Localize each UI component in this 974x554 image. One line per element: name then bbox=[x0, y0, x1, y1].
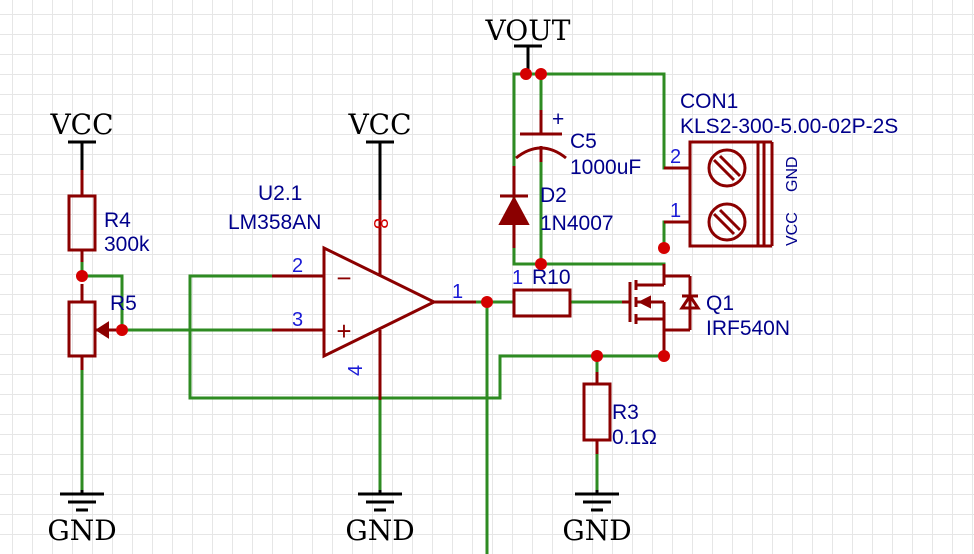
con1-pin2: 2 bbox=[670, 146, 681, 168]
pin-gnd: 4 bbox=[345, 365, 367, 376]
opamp-u2[interactable]: U2.1 LM358AN − + 2 3 1 8 4 bbox=[228, 182, 476, 400]
capacitor-c5[interactable]: + C5 1000uF bbox=[515, 108, 641, 179]
vcc-symbol-left: VCC bbox=[49, 108, 114, 170]
vout-label: VOUT bbox=[485, 14, 571, 47]
wire-inv-feedback bbox=[188, 274, 666, 400]
pin-out: 1 bbox=[452, 281, 463, 303]
mosfet-q1[interactable]: Q1 IRF540N bbox=[622, 264, 790, 356]
gnd-symbol-opamp: GND bbox=[345, 490, 415, 547]
potentiometer-r5[interactable]: R5 bbox=[67, 284, 137, 370]
q1-ref: Q1 bbox=[706, 292, 734, 315]
pin-inv: 2 bbox=[292, 255, 303, 277]
junction-dot bbox=[76, 270, 88, 282]
r10-ref: R10 bbox=[532, 266, 571, 289]
c5-ref: C5 bbox=[570, 130, 597, 153]
q1-value: IRF540N bbox=[706, 317, 790, 340]
junction-dot bbox=[481, 296, 493, 308]
junction-dot bbox=[535, 258, 547, 270]
r10-pin1: 1 bbox=[512, 267, 523, 289]
junction-dot bbox=[116, 324, 128, 336]
connector-con1[interactable]: CON1 KLS2-300-5.00-02P-2S 2 1 GND VCC bbox=[664, 90, 898, 248]
con1-ref: CON1 bbox=[680, 90, 738, 113]
d2-ref: D2 bbox=[540, 184, 567, 207]
gnd-label-left: GND bbox=[47, 514, 116, 547]
vcc-label-opamp: VCC bbox=[347, 108, 411, 141]
gnd-label-r3: GND bbox=[562, 514, 631, 547]
r4-value: 300k bbox=[104, 233, 150, 256]
wire-rail-diode bbox=[512, 72, 666, 266]
wires bbox=[80, 72, 692, 554]
con1-gnd-label: GND bbox=[784, 156, 801, 192]
wire-r4-r5-loop bbox=[80, 274, 124, 332]
resistor-r4[interactable]: R4 300k bbox=[67, 170, 150, 262]
vcc-symbol-opamp: VCC bbox=[347, 108, 412, 200]
r3-ref: R3 bbox=[612, 401, 639, 424]
c5-value: 1000uF bbox=[570, 156, 641, 179]
junction-dot bbox=[658, 242, 670, 254]
gnd-label-opamp: GND bbox=[345, 514, 414, 547]
pin-noninv: 3 bbox=[292, 309, 303, 331]
gnd-symbol-left: GND bbox=[47, 490, 117, 547]
resistor-r10[interactable]: 1 R10 bbox=[512, 266, 572, 318]
r4-ref: R4 bbox=[104, 209, 131, 232]
gnd-symbol-r3: GND bbox=[562, 490, 632, 547]
junction-dot bbox=[520, 68, 532, 80]
r3-value: 0.1Ω bbox=[612, 426, 657, 449]
con1-pin1: 1 bbox=[670, 200, 681, 222]
con1-value: KLS2-300-5.00-02P-2S bbox=[680, 115, 898, 138]
opamp-plus-sign: + bbox=[336, 316, 351, 346]
c5-polarity: + bbox=[552, 108, 564, 131]
u2-ref: U2.1 bbox=[258, 182, 302, 205]
d2-value: 1N4007 bbox=[540, 212, 614, 235]
vcc-label-left: VCC bbox=[49, 108, 113, 141]
u2-value: LM358AN bbox=[228, 211, 321, 234]
diode-d2[interactable]: D2 1N4007 bbox=[498, 166, 614, 248]
resistor-r3[interactable]: R3 0.1Ω bbox=[582, 372, 657, 454]
junction-dot bbox=[658, 350, 670, 362]
opamp-minus-sign: − bbox=[336, 263, 351, 293]
r5-ref: R5 bbox=[110, 292, 137, 315]
junctions bbox=[76, 68, 670, 362]
vout-symbol: VOUT bbox=[485, 14, 571, 74]
con1-vcc-label: VCC bbox=[784, 212, 801, 246]
junction-dot bbox=[535, 68, 547, 80]
pin-vcc: 8 bbox=[369, 218, 391, 229]
junction-dot bbox=[591, 350, 603, 362]
